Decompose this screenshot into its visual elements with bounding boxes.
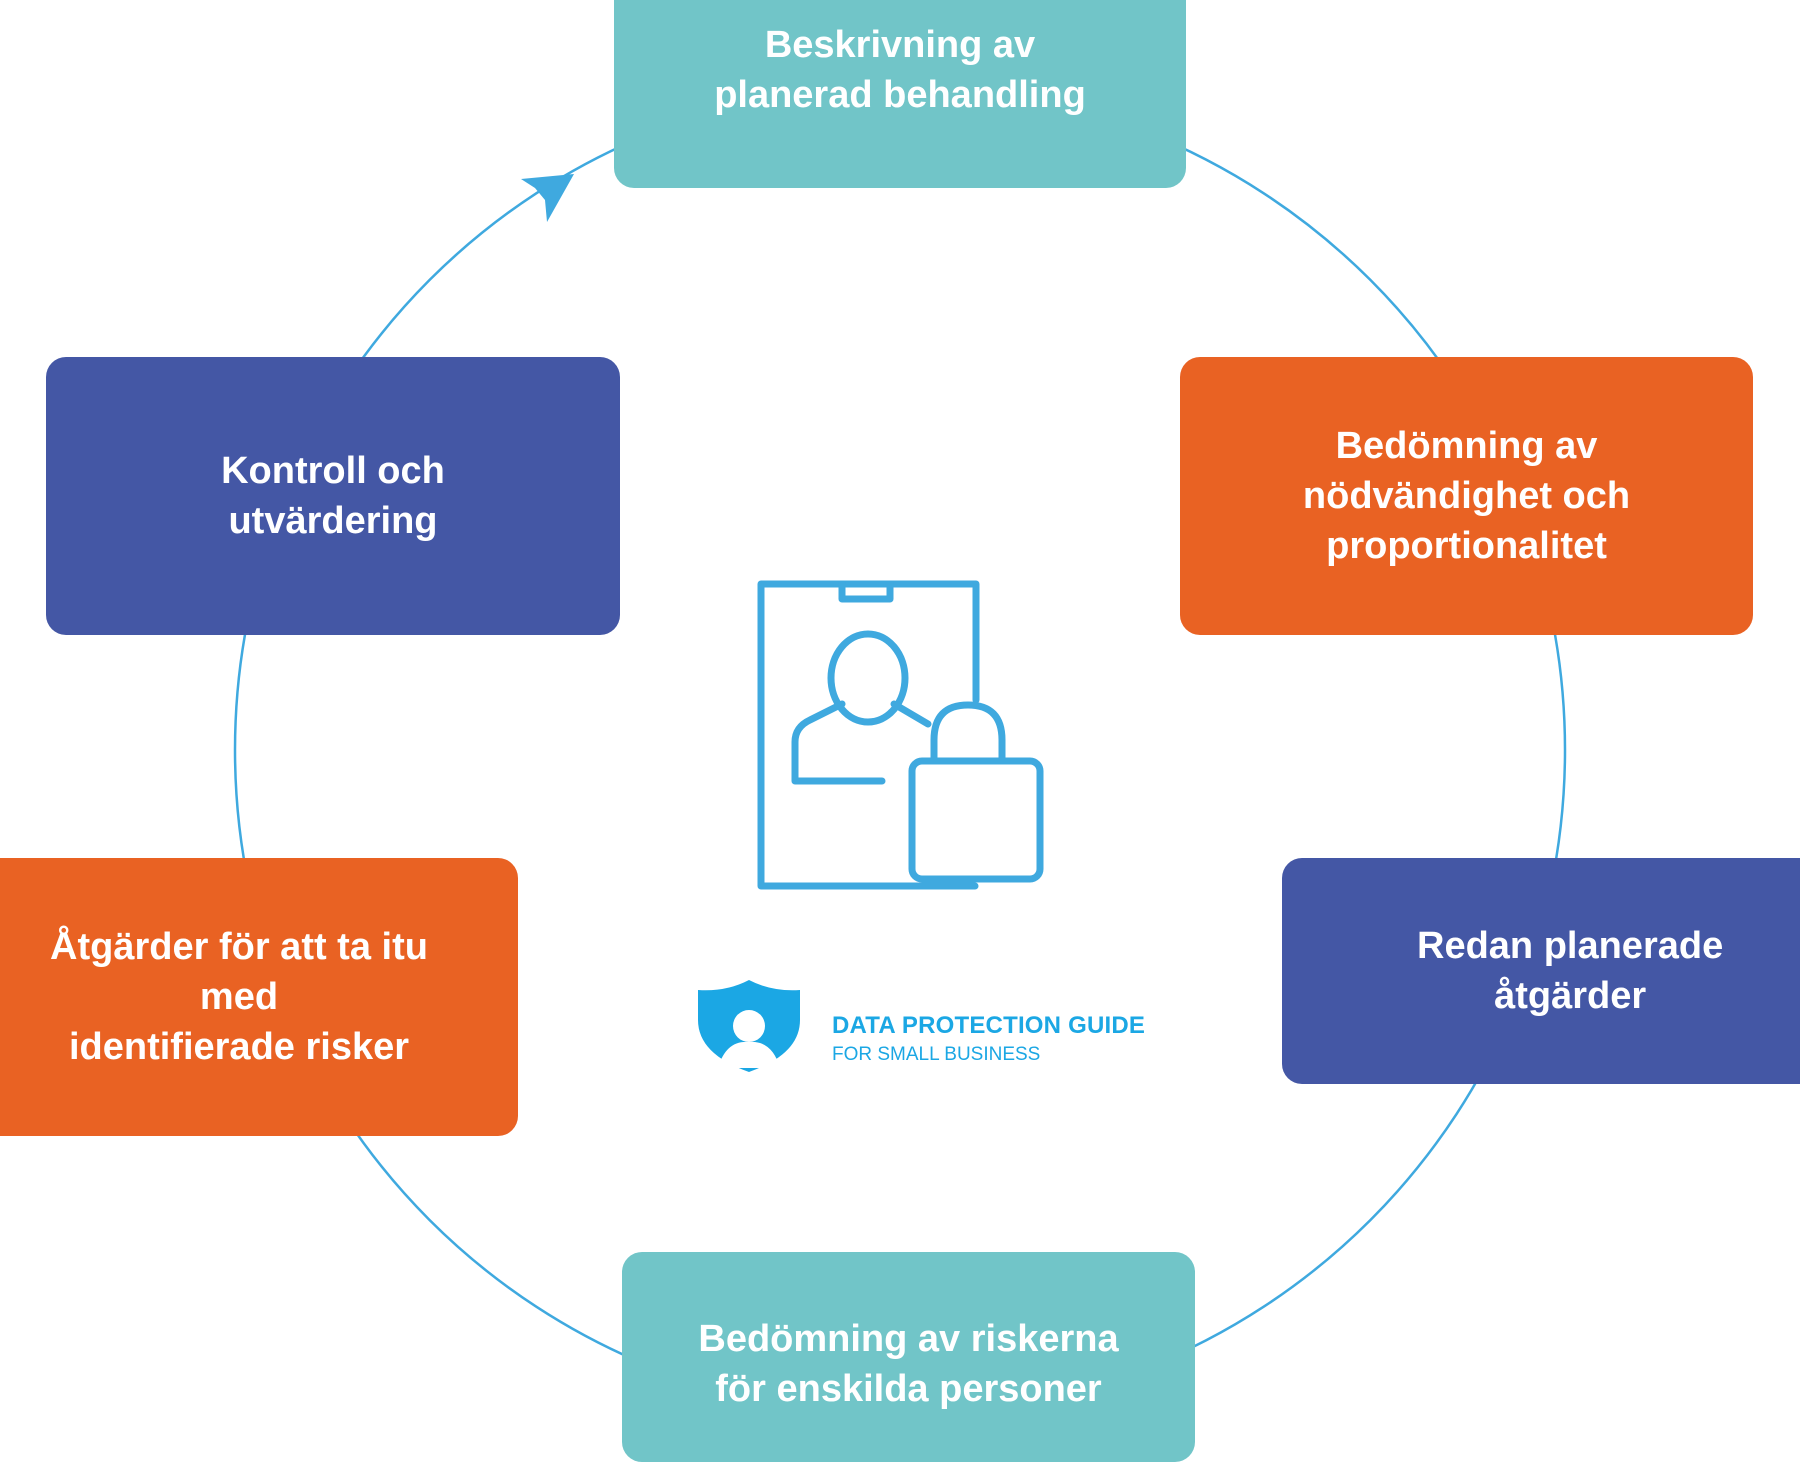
id-badge-padlock-icon [757,580,1044,890]
step-box-control-evaluation: Kontroll och utvärdering [46,357,620,635]
step-label: Bedömning av riskerna för enskilda perso… [698,1318,1119,1410]
step-box-planned-measures: Redan planerade åtgärder [1282,858,1800,1084]
step-label: Beskrivning av planerad behandling [714,24,1086,116]
cycle-arrowhead-icon [521,174,574,222]
step-label: Åtgärder för att ta itu med identifierad… [50,926,428,1068]
step-box-necessity-assessment: Bedömning av nödvändighet och proportion… [1180,357,1753,635]
step-label: Redan planerade åtgärder [1417,925,1724,1017]
shield-user-icon [698,980,800,1072]
logo-subtitle: FOR SMALL BUSINESS [832,1044,1041,1065]
step-label: Kontroll och utvärdering [221,450,445,542]
step-label: Bedömning av nödvändighet och proportion… [1302,425,1631,567]
step-box-risk-assessment: Bedömning av riskerna för enskilda perso… [622,1252,1195,1462]
step-box-risk-measures: Åtgärder för att ta itu med identifierad… [0,858,518,1136]
step-box-planned-processing: Beskrivning av planerad behandling [614,0,1186,188]
logo: DATA PROTECTION GUIDE FOR SMALL BUSINESS [696,978,1145,1074]
logo-title: DATA PROTECTION GUIDE [832,1012,1146,1039]
